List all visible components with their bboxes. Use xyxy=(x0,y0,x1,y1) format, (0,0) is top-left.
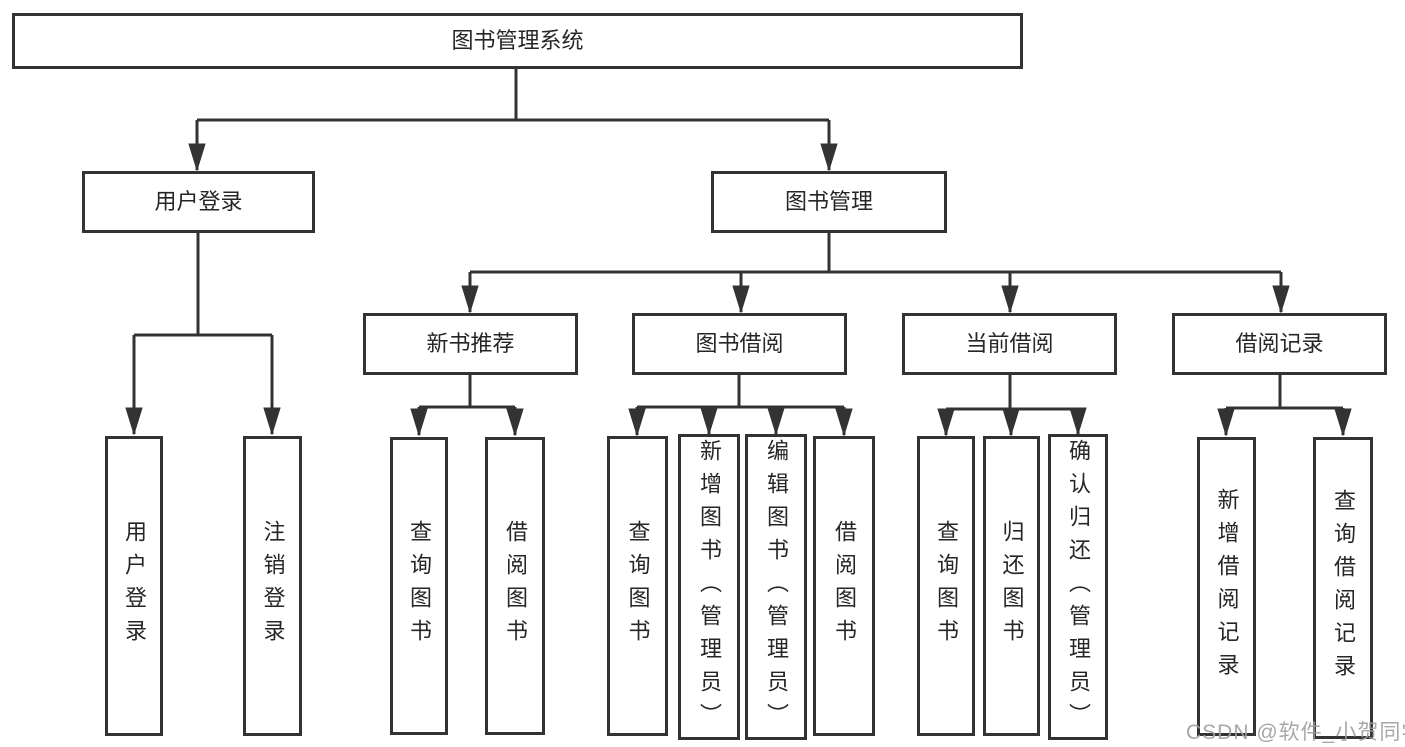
node-label: 借阅图书 xyxy=(832,520,857,652)
leaf-query-borrow-record: 查询借阅记录 xyxy=(1313,437,1373,739)
node-book-borrow: 图书借阅 xyxy=(632,313,847,375)
leaf-add-borrow-record: 新增借阅记录 xyxy=(1197,437,1256,736)
connector-borrow-record xyxy=(1226,374,1343,435)
node-label: 查询图书 xyxy=(934,520,959,652)
leaf-edit-book-admin: 编辑图书（管理员） xyxy=(745,434,807,740)
node-current-borrow: 当前借阅 xyxy=(902,313,1117,375)
node-root-system: 图书管理系统 xyxy=(12,13,1023,69)
node-label: 编辑图书（管理员） xyxy=(764,438,789,736)
node-label: 图书管理系统 xyxy=(451,28,584,53)
node-label: 查询借阅记录 xyxy=(1331,489,1356,687)
connector-user-login xyxy=(134,232,272,434)
node-label: 借阅图书 xyxy=(503,520,528,652)
node-label: 查询图书 xyxy=(625,520,651,652)
leaf-user-login: 用户登录 xyxy=(105,436,163,736)
node-label: 用户登录 xyxy=(122,520,147,652)
node-book-management: 图书管理 xyxy=(711,171,947,233)
connector-current-borrow xyxy=(946,374,1078,435)
leaf-borrow-book-1: 借阅图书 xyxy=(485,437,545,735)
node-user-login: 用户登录 xyxy=(82,171,315,233)
csdn-watermark: CSDN @软件_小贺同学 xyxy=(1186,721,1405,744)
node-label: 新增借阅记录 xyxy=(1214,487,1240,686)
node-label: 图书管理 xyxy=(784,189,873,214)
leaf-borrow-book-2: 借阅图书 xyxy=(813,436,875,736)
node-label: 查询图书 xyxy=(407,520,432,652)
node-label: 新增图书（管理员） xyxy=(697,438,722,736)
node-label: 图书借阅 xyxy=(695,331,784,356)
leaf-query-book-2: 查询图书 xyxy=(607,436,668,736)
leaf-confirm-return-admin: 确认归还（管理员） xyxy=(1048,434,1108,740)
connector-new-book xyxy=(419,374,515,435)
node-borrow-record: 借阅记录 xyxy=(1172,313,1387,375)
node-label: 借阅记录 xyxy=(1235,331,1324,356)
node-label: 当前借阅 xyxy=(965,331,1054,356)
connector-book-borrow xyxy=(637,374,844,435)
node-label: 确认归还（管理员） xyxy=(1066,438,1091,736)
leaf-add-book-admin: 新增图书（管理员） xyxy=(678,434,740,740)
connector-root xyxy=(197,68,829,170)
leaf-logout: 注销登录 xyxy=(243,436,302,736)
node-label: 归还图书 xyxy=(999,520,1025,652)
node-label: 用户登录 xyxy=(154,189,243,214)
node-label: 注销登录 xyxy=(260,520,286,652)
connector-book-management xyxy=(470,232,1281,312)
node-label: 新书推荐 xyxy=(426,331,515,356)
leaf-query-book-3: 查询图书 xyxy=(917,436,975,736)
node-new-book-recommend: 新书推荐 xyxy=(363,313,578,375)
leaf-return-book: 归还图书 xyxy=(983,436,1040,736)
leaf-query-book-1: 查询图书 xyxy=(390,437,448,735)
